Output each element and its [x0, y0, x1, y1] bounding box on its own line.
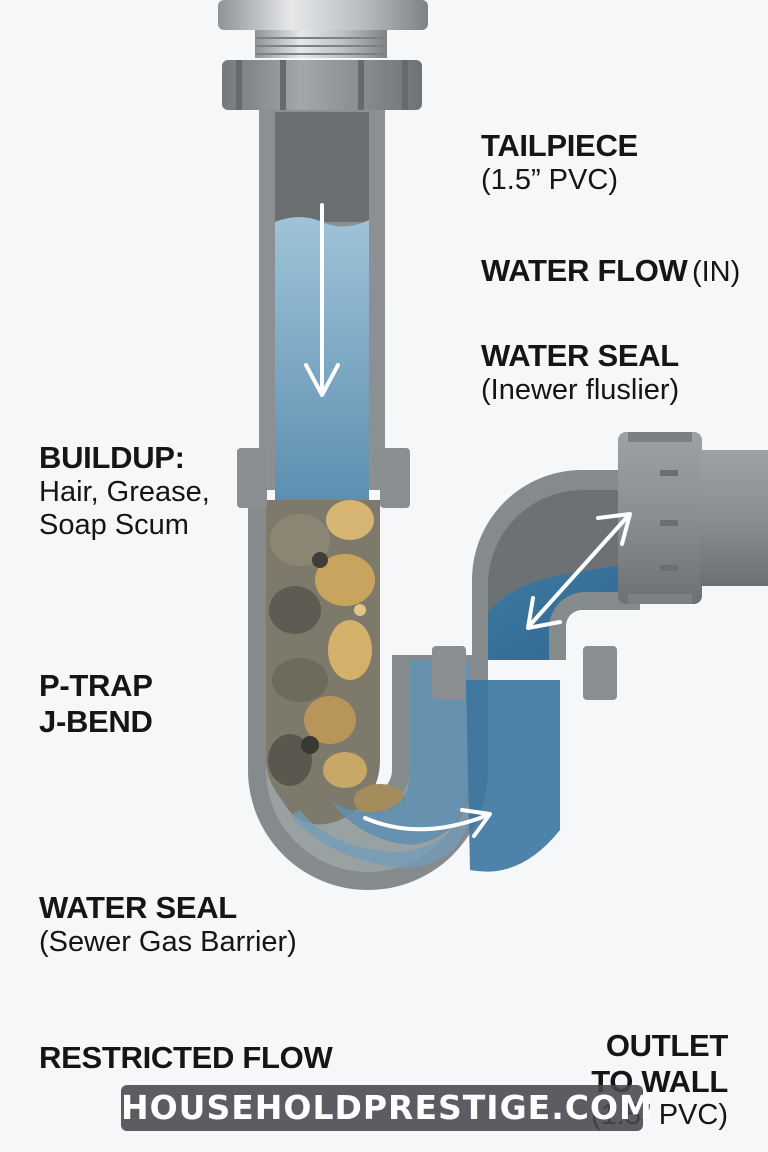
water-seal-bottom-label: WATER SEAL (Sewer Gas Barrier)	[39, 890, 297, 959]
ptrap-line-2: J-BEND	[39, 703, 153, 739]
outlet-water	[488, 562, 640, 660]
sink-strainer	[218, 0, 428, 58]
outlet-line-1: OUTLET	[605, 1028, 728, 1063]
ptrap-label: P-TRAP J-BEND	[39, 668, 153, 739]
water-seal-top-label: WATER SEAL (Inewer fluslier)	[481, 338, 679, 407]
tailpiece-sub: (1.5” PVC)	[481, 163, 618, 196]
restricted-flow-label: RESTRICTED FLOW	[39, 1040, 333, 1076]
restricted-flow-title: RESTRICTED FLOW	[39, 1040, 333, 1075]
water-seal-bottom-title: WATER SEAL	[39, 890, 237, 925]
water-seal-top-title: WATER SEAL	[481, 338, 679, 373]
water-seal-top-sub: (Inewer fluslier)	[481, 373, 680, 406]
wall-outlet-pipe	[700, 450, 768, 586]
buildup-title: BUILDUP:	[39, 440, 185, 475]
buildup-line-1: Hair, Grease,	[39, 475, 210, 508]
ptrap-line-1: P-TRAP	[39, 668, 153, 703]
tailpiece-title: TAILPIECE	[481, 128, 638, 163]
water-seal-bottom-sub: (Sewer Gas Barrier)	[39, 925, 297, 958]
water-flow-in-label: WATER FLOW (IN)	[481, 253, 740, 289]
bottom-flow-arrow	[363, 808, 492, 838]
left-slip-nut	[237, 448, 410, 508]
water-flow-title: WATER FLOW	[481, 253, 688, 288]
buildup-label: BUILDUP: Hair, Grease, Soap Scum	[39, 440, 210, 542]
buildup-line-2: Soap Scum	[39, 508, 189, 541]
tailpiece-label: TAILPIECE (1.5” PVC)	[481, 128, 638, 197]
down-flow-arrow	[304, 203, 340, 397]
bidirectional-flow-arrow	[526, 512, 632, 630]
right-slip-nut	[432, 646, 617, 700]
outlet-slip-nut	[618, 432, 702, 604]
watermark-banner: HOUSEHOLDPRESTIGE.COM	[121, 1085, 652, 1131]
buildup-debris	[266, 500, 406, 825]
water-flow-sub: (IN)	[691, 256, 741, 288]
top-slip-nut	[222, 60, 422, 110]
trap-water	[330, 660, 470, 845]
